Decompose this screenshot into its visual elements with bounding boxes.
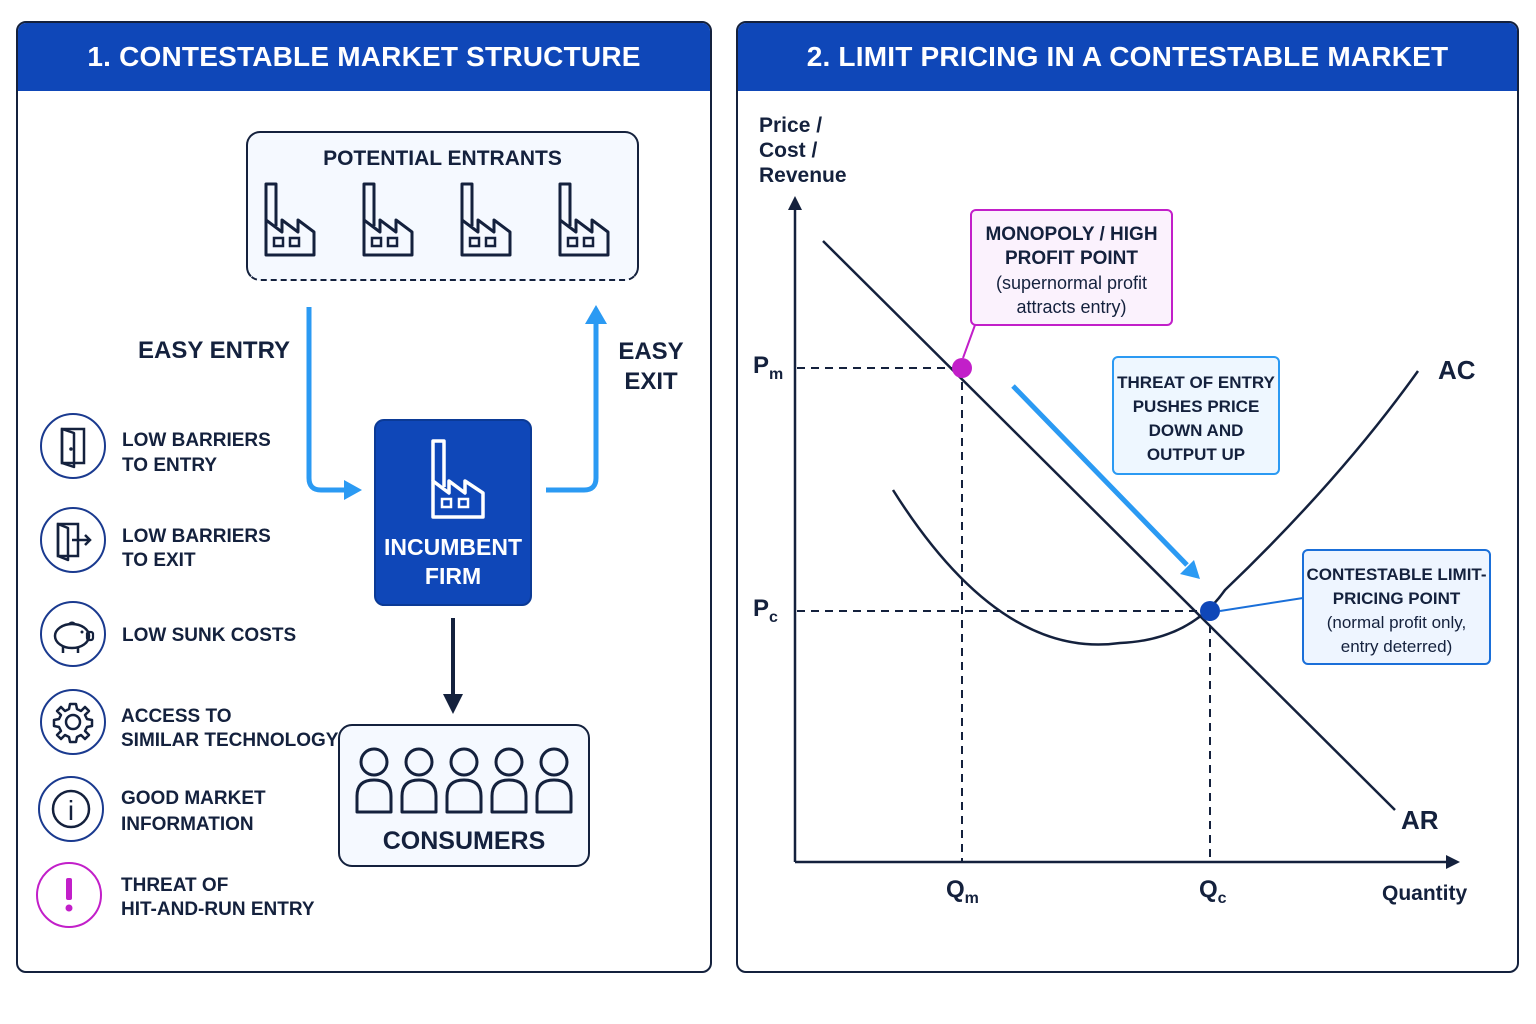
gear-icon <box>40 689 106 755</box>
easy-exit-label-line1: EASY <box>618 338 684 365</box>
threat-callout-line2: PUSHES PRICE <box>1132 397 1260 416</box>
incumbent-label-line1: INCUMBENT <box>384 534 522 560</box>
qc-label: Qc <box>1199 876 1227 908</box>
incumbent-firm-box: INCUMBENT FIRM <box>374 419 532 606</box>
monopoly-callout-line1: MONOPOLY / HIGH <box>985 224 1158 245</box>
feature-label-line2: TO EXIT <box>122 550 196 571</box>
feature-label-line1: LOW BARRIERS <box>122 430 271 451</box>
monopoly-connector <box>962 324 976 359</box>
feature-label-line1: LOW BARRIERS <box>122 526 271 547</box>
panel-title: 1. CONTESTABLE MARKET STRUCTURE <box>18 23 710 91</box>
ar-curve <box>822 240 1396 811</box>
x-axis-arrowhead <box>1446 855 1460 869</box>
monopoly-point <box>952 358 972 378</box>
ac-curve <box>891 370 1420 646</box>
monopoly-callout-line4: attracts entry) <box>1016 297 1127 317</box>
threat-callout-line3: DOWN AND <box>1148 421 1244 440</box>
exit-door-icon <box>40 507 106 573</box>
monopoly-callout-line3: (supernormal profit <box>995 273 1148 293</box>
person-icon <box>355 747 393 814</box>
monopoly-callout-line2: PROFIT POINT <box>1005 248 1138 269</box>
person-icon <box>535 747 573 814</box>
easy-entry-label: EASY ENTRY <box>138 337 291 364</box>
threat-callout-line4: OUTPUT UP <box>1146 445 1246 464</box>
qm-label-main: Q <box>946 876 965 903</box>
entry-exit-arrows <box>306 305 607 714</box>
exit-arrowhead <box>585 305 607 324</box>
consumers-label: CONSUMERS <box>382 827 546 855</box>
y-axis-label-line3: Revenue <box>759 164 847 187</box>
person-icon <box>490 747 528 814</box>
potential-entrants-label: POTENTIAL ENTRANTS <box>323 147 562 170</box>
piggy-bank-icon <box>40 601 106 667</box>
feature-label-line2: SIMILAR TECHNOLOGY <box>121 730 339 751</box>
threat-arrow <box>1011 384 1189 567</box>
feature-label-line1: LOW SUNK COSTS <box>122 625 297 646</box>
limit-callout-line3: (normal profit only, <box>1326 613 1467 632</box>
qc-label-sub: c <box>1217 889 1227 907</box>
feature-label-line2: HIT-AND-RUN ENTRY <box>121 899 315 920</box>
feature-label-line2: TO ENTRY <box>122 455 218 476</box>
exclamation-icon <box>36 862 102 928</box>
qm-label: Qm <box>946 876 979 908</box>
y-axis-arrowhead <box>788 196 802 210</box>
threat-arrowhead <box>1180 560 1200 579</box>
feature-label-line1: THREAT OF <box>121 875 229 896</box>
pc-label-main: P <box>753 595 770 622</box>
threat-callout-line1: THREAT OF ENTRY <box>1117 373 1275 392</box>
panel-title: 2. LIMIT PRICING IN A CONTESTABLE MARKET <box>738 23 1517 91</box>
qc-label-main: Q <box>1199 876 1218 903</box>
limit-callout-line2: PRICING POINT <box>1332 589 1461 608</box>
pm-label: Pm <box>753 352 783 384</box>
consumers-box <box>338 724 590 867</box>
pc-label-sub: c <box>769 608 778 626</box>
monopoly-callout: MONOPOLY / HIGH PROFIT POINT (supernorma… <box>970 209 1173 326</box>
threat-callout: THREAT OF ENTRY PUSHES PRICE DOWN AND OU… <box>1112 356 1280 475</box>
y-axis-label-line1: Price / <box>759 114 823 137</box>
limit-callout-line1: CONTESTABLE LIMIT- <box>1306 565 1487 584</box>
consumer-icons-row <box>355 747 573 814</box>
person-icon <box>400 747 438 814</box>
consumers-arrowhead <box>443 694 463 714</box>
feature-label-line2: INFORMATION <box>121 814 254 835</box>
x-axis-label: Quantity <box>1382 882 1468 905</box>
pm-label-main: P <box>753 352 770 379</box>
limit-pricing-panel: 2. LIMIT PRICING IN A CONTESTABLE MARKET <box>736 21 1519 973</box>
info-icon: i <box>38 776 104 842</box>
pc-label: Pc <box>753 595 778 627</box>
feature-label-line1: GOOD MARKET <box>121 788 266 809</box>
svg-text:i: i <box>68 795 74 826</box>
feature-label-line1: ACCESS TO <box>121 706 232 727</box>
door-icon <box>40 413 106 479</box>
ar-label: AR <box>1401 805 1439 835</box>
person-icon <box>445 747 483 814</box>
y-axis-label-line2: Cost / <box>759 139 818 162</box>
ac-label: AC <box>1438 355 1476 385</box>
limit-connector <box>1219 597 1304 612</box>
pm-label-sub: m <box>769 365 784 383</box>
limit-pricing-point <box>1200 601 1220 621</box>
limit-callout-line4: entry deterred) <box>1340 637 1453 656</box>
qm-label-sub: m <box>964 889 979 907</box>
factory-icon <box>431 439 485 519</box>
easy-exit-label-line2: EXIT <box>624 368 678 395</box>
entry-arrowhead <box>344 480 362 500</box>
limit-pricing-callout: CONTESTABLE LIMIT- PRICING POINT (normal… <box>1302 549 1491 665</box>
incumbent-label-line2: FIRM <box>424 563 482 589</box>
limit-pricing-graph <box>788 196 1460 869</box>
